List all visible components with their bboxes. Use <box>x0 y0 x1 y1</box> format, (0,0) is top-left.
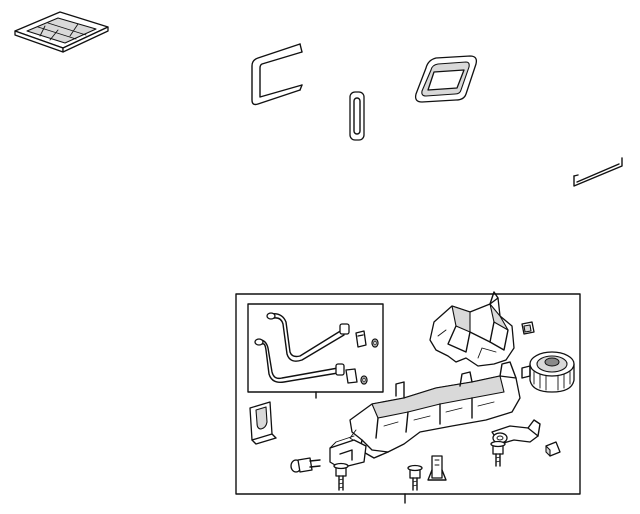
clip <box>545 441 561 457</box>
bolt <box>333 462 349 491</box>
c-shaped-seal <box>251 43 303 106</box>
clip <box>521 321 535 335</box>
gasket-plate <box>249 401 277 445</box>
bolt <box>407 464 423 491</box>
filter-element <box>14 11 109 53</box>
actuator-bracket <box>329 435 367 469</box>
assembly-frame <box>235 293 581 504</box>
drain-lever <box>491 419 541 445</box>
bolt <box>490 440 506 467</box>
rounded-frame-seal <box>414 55 478 103</box>
clip <box>427 455 447 481</box>
bolt <box>290 457 321 473</box>
narrow-slot-seal <box>349 91 365 141</box>
blower-motor <box>521 351 575 393</box>
blower-housing <box>429 291 515 367</box>
bracket-strip <box>573 157 623 187</box>
heater-core-tubes <box>247 303 384 399</box>
